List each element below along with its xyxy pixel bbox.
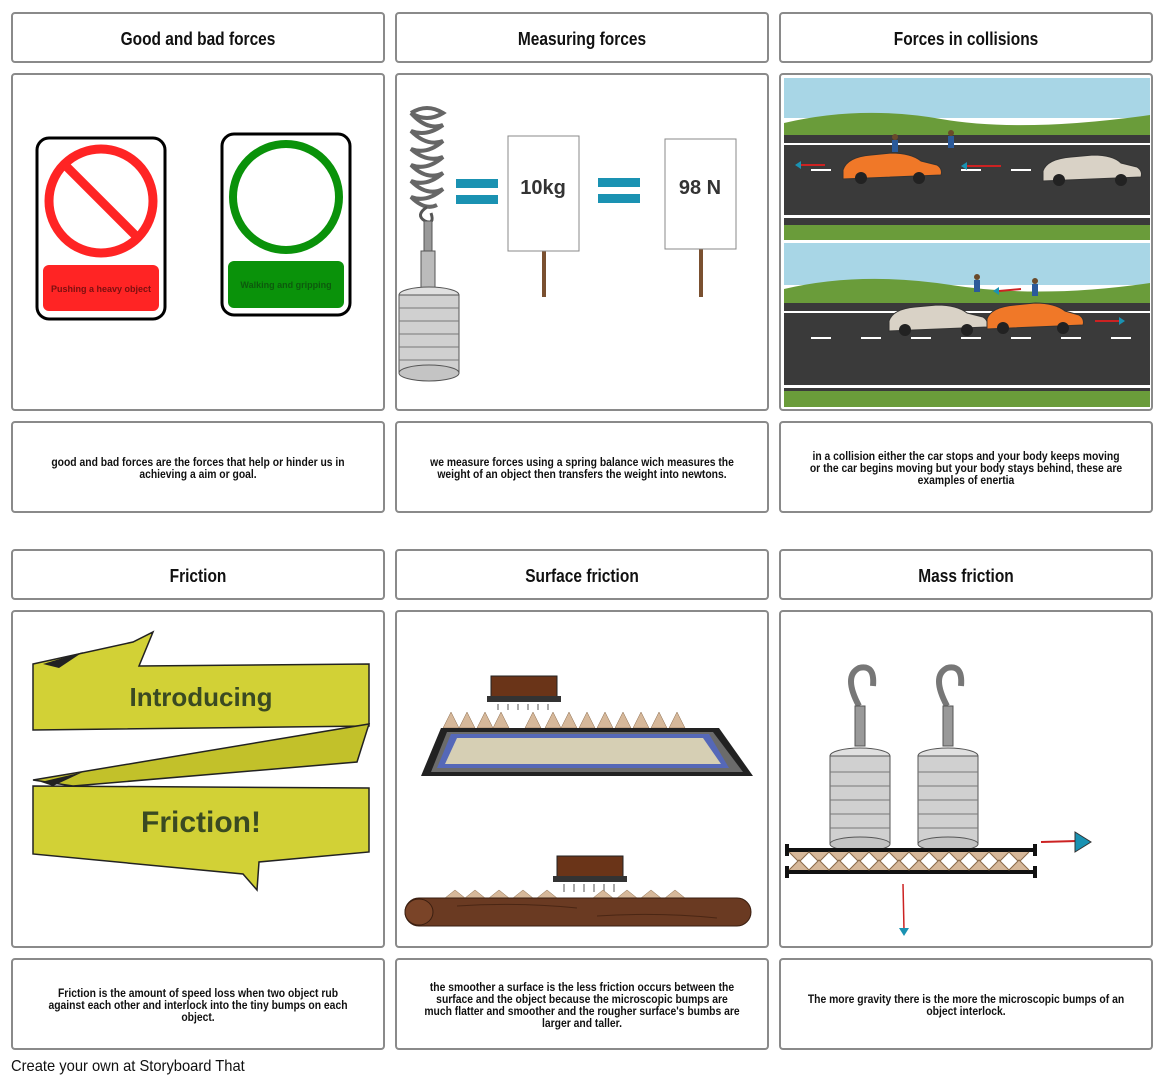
white-car-icon	[888, 304, 988, 336]
panel-6-scene	[779, 610, 1153, 948]
panel-5-scene	[395, 610, 769, 948]
rug-icon	[421, 728, 753, 776]
panel-3-description: in a collision either the car stops and …	[779, 421, 1153, 513]
arrow-right-icon	[1040, 831, 1092, 853]
panel-5-title-text: Surface friction	[525, 565, 639, 586]
panel-4-scene: Introducing Friction!	[11, 610, 385, 948]
panel-4-title: Friction	[11, 549, 385, 600]
arrow-down-icon	[899, 883, 909, 936]
equals-icon-2	[598, 178, 640, 203]
orange-car-icon	[842, 152, 942, 184]
good-force-label: Walking and gripping	[240, 280, 331, 290]
weight-stack-icon	[829, 664, 891, 852]
bad-force-label-bg	[43, 265, 159, 311]
orange-car-icon	[986, 302, 1084, 334]
banner-bottom-text: Friction!	[141, 806, 261, 839]
panel-4-title-text: Friction	[169, 565, 227, 586]
banner-top-text: Introducing	[130, 682, 273, 712]
panel-6-title-text: Mass friction	[918, 565, 1014, 586]
panel-1-title: Good and bad forces	[11, 12, 385, 63]
panel-3-description-text: in a collision either the car stops and …	[809, 450, 1123, 487]
bad-force-label: Pushing a heavy object	[51, 284, 151, 294]
panel-6-title: Mass friction	[779, 549, 1153, 600]
panel-5-description: the smoother a surface is the less frict…	[395, 958, 769, 1050]
person-icon	[948, 130, 954, 148]
panel-3-title-text: Forces in collisions	[893, 28, 1039, 49]
panel-2-description: we measure forces using a spring balance…	[395, 421, 769, 513]
white-car-icon	[1042, 154, 1142, 186]
person-icon	[1032, 278, 1038, 296]
panel-2-title: Measuring forces	[395, 12, 769, 63]
footer-credit-link[interactable]: Create your own at Storyboard That	[11, 1058, 245, 1075]
spring-balance-icon	[409, 106, 447, 294]
mass-sign-board	[507, 135, 580, 252]
weight-stack-icon	[917, 664, 979, 852]
panel-1-scene: Pushing a heavy object Walking and gripp…	[11, 73, 385, 411]
panel-3-title: Forces in collisions	[779, 12, 1153, 63]
panel-2-title-text: Measuring forces	[517, 28, 647, 49]
road-top	[784, 135, 1150, 239]
weight-stack-icon	[398, 286, 460, 382]
interlocking-bumps-icon	[785, 844, 1037, 878]
log-icon	[404, 897, 752, 927]
mine-cart-icon	[487, 675, 561, 710]
good-force-label-bg	[228, 261, 344, 308]
mass-label: 10kg	[520, 177, 566, 199]
panel-6-description-text: The more gravity there is the more the m…	[807, 993, 1125, 1018]
panel-2-description-text: we measure forces using a spring balance…	[430, 456, 734, 481]
person-icon	[974, 274, 980, 292]
equals-icon-1	[456, 179, 498, 204]
ribbon-banner-icon	[32, 630, 371, 892]
panel-4-description-text: Friction is the amount of speed loss whe…	[48, 987, 348, 1024]
allowed-circle-icon	[229, 140, 343, 254]
panel-4-description: Friction is the amount of speed loss whe…	[11, 958, 385, 1050]
panel-3-scene	[779, 73, 1153, 411]
force-label: 98 N	[679, 177, 721, 199]
surface-bumps-bottom	[444, 889, 686, 899]
surface-bumps-top	[442, 711, 686, 729]
panel-2-scene: 10kg 98 N	[395, 73, 769, 411]
prohibition-icon	[44, 144, 158, 258]
panel-1-description: good and bad forces are the forces that …	[11, 421, 385, 513]
panel-6-description: The more gravity there is the more the m…	[779, 958, 1153, 1050]
force-sign-board	[664, 138, 737, 250]
panel-1-title-text: Good and bad forces	[120, 28, 276, 49]
person-icon	[892, 134, 898, 152]
panel-5-description-text: the smoother a surface is the less frict…	[424, 981, 740, 1030]
panel-1-description-text: good and bad forces are the forces that …	[51, 456, 345, 481]
panel-5-title: Surface friction	[395, 549, 769, 600]
mine-cart-icon	[553, 855, 627, 892]
